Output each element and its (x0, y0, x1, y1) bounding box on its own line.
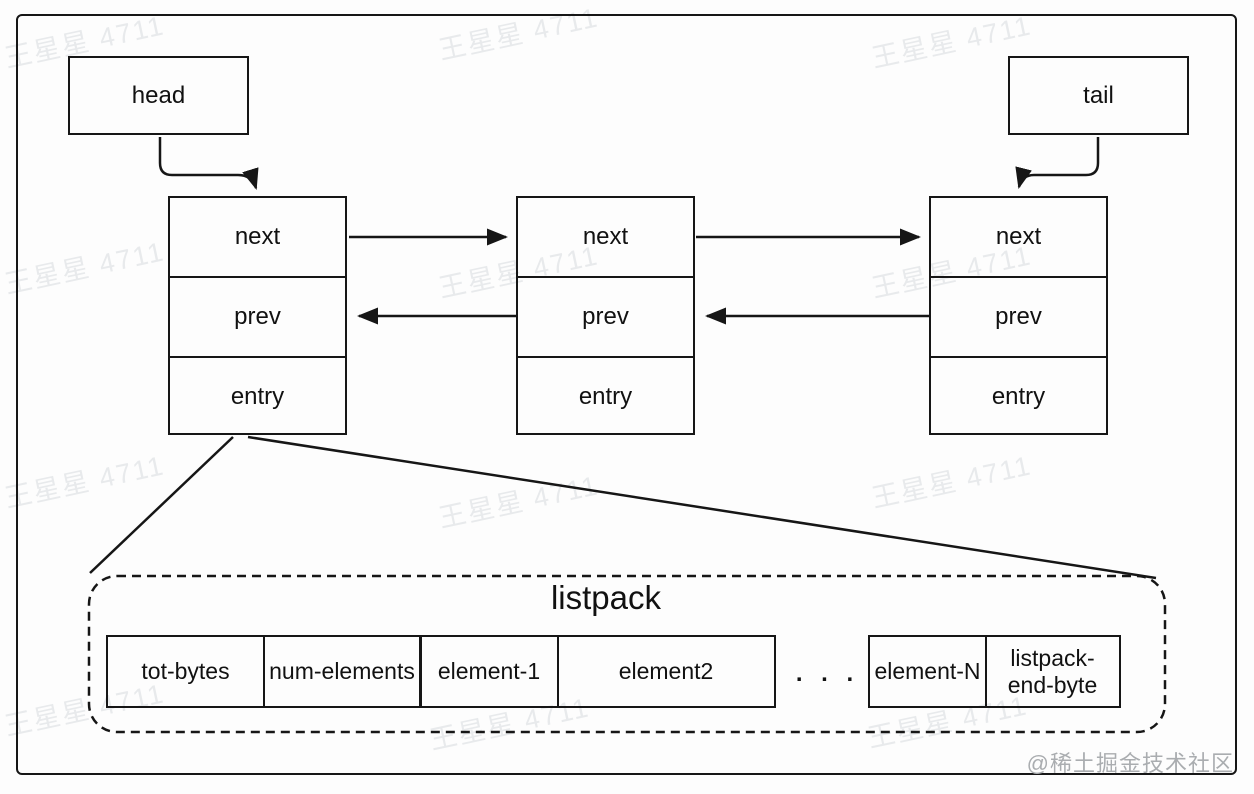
node-3-field-next: next (995, 223, 1042, 250)
list-node-2: next prev entry (516, 196, 695, 435)
tail-label: tail (1083, 81, 1114, 109)
diagram-frame (16, 14, 1237, 775)
entry-expansion-line-left (89, 436, 234, 574)
head-pointer-box: head (68, 56, 249, 135)
head-arrow (158, 137, 259, 191)
list-node-3: next prev entry (929, 196, 1108, 435)
list-node-1: next prev entry (168, 196, 347, 435)
entry-expansion-line-right (247, 435, 1157, 580)
tail-arrow (1015, 137, 1100, 190)
node-3-field-prev: prev (931, 275, 1106, 356)
head-label: head (131, 81, 186, 109)
tail-pointer-box: tail (1008, 56, 1189, 135)
listpack-cell-num-elements: num-elements (262, 635, 422, 708)
node-2-field-entry: entry (518, 355, 693, 436)
listpack-cell-element-N: element-N (868, 635, 987, 708)
listpack-title: listpack (550, 579, 662, 616)
node-1-field-prev: prev (170, 275, 345, 356)
end-byte-line-1: listpack- (1010, 645, 1095, 672)
listpack-dashed-border (87, 574, 1167, 734)
node-1-field-entry: entry (170, 355, 345, 436)
listpack-ellipsis: . . . (795, 660, 860, 687)
node-3-field-entry: entry (931, 355, 1106, 436)
node-2-field-prev: prev (518, 275, 693, 356)
listpack-cell-end-byte: listpack- end-byte (984, 635, 1121, 708)
node-1-field-next: next (234, 223, 281, 250)
node-2-field-next: next (582, 223, 629, 250)
listpack-cell-element-1: element-1 (419, 635, 559, 708)
end-byte-line-2: end-byte (1007, 671, 1098, 698)
listpack-cell-element2: element2 (556, 635, 776, 708)
community-credit: @稀土掘金技术社区 (1026, 751, 1234, 776)
listpack-cells-head: tot-bytes num-elements element-1 element… (106, 635, 776, 708)
listpack-cells-tail: element-N listpack- end-byte (868, 635, 1121, 708)
listpack-cell-tot-bytes: tot-bytes (106, 635, 265, 708)
